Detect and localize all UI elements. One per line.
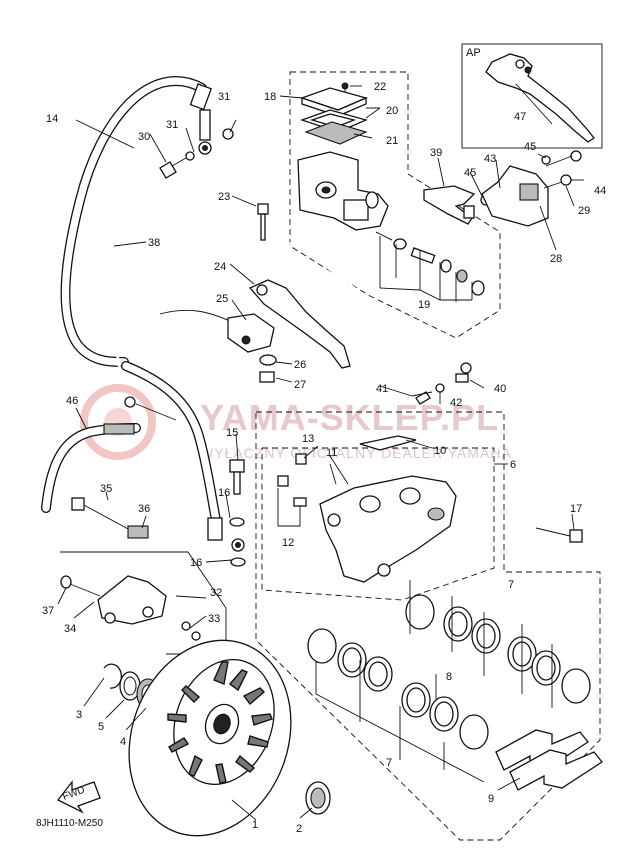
callout-2: 2 bbox=[296, 823, 302, 835]
callout-30: 30 bbox=[138, 131, 150, 143]
callout-labels: 1 2 3 4 5 6 7 7 8 9 10 11 12 13 14 15 16… bbox=[42, 81, 606, 835]
callout-11: 11 bbox=[326, 447, 337, 459]
watermark-sub-text: WYŁĄCZNY OFICJALNY DEALER YAMAHA bbox=[200, 445, 512, 461]
watermark: YAMA-SKLEP.PL WYŁĄCZNY OFICJALNY DEALER … bbox=[80, 384, 512, 461]
bolt-23 bbox=[257, 203, 269, 241]
clip-10 bbox=[359, 435, 417, 451]
brake-hose-14 bbox=[60, 76, 212, 367]
banjo-bolt-15 bbox=[229, 459, 246, 567]
callout-43: 43 bbox=[484, 153, 496, 165]
pistons-and-seals bbox=[307, 580, 591, 783]
watermark-main-text: YAMA-SKLEP.PL bbox=[200, 397, 499, 438]
bleeder-12 bbox=[277, 475, 307, 507]
callout-13: 13 bbox=[302, 433, 314, 445]
callout-17: 17 bbox=[570, 503, 582, 515]
reservoir-cap-assembly bbox=[300, 82, 368, 145]
callout-42: 42 bbox=[450, 397, 462, 409]
callout-7-upper: 7 bbox=[508, 579, 514, 591]
master-cylinder-group-outline bbox=[289, 71, 501, 339]
callout-36: 36 bbox=[138, 503, 150, 515]
callout-8: 8 bbox=[446, 671, 452, 683]
callout-45-right: 45 bbox=[524, 141, 536, 153]
callout-40: 40 bbox=[494, 383, 506, 395]
callout-38: 38 bbox=[148, 237, 160, 249]
brake-lever-24 bbox=[248, 279, 351, 369]
pin-11 bbox=[295, 453, 349, 485]
callout-10: 10 bbox=[434, 445, 446, 457]
callout-31-left: 31 bbox=[166, 119, 178, 131]
callout-20: 20 bbox=[386, 105, 398, 117]
master-cylinder-body bbox=[297, 151, 389, 231]
brake-switch-25 bbox=[159, 309, 277, 383]
callout-5: 5 bbox=[98, 721, 104, 733]
lever-alt-47 bbox=[485, 53, 595, 143]
callout-1: 1 bbox=[252, 819, 258, 831]
leader-lines bbox=[57, 83, 584, 821]
callout-16-upper: 16 bbox=[218, 487, 230, 499]
callout-14: 14 bbox=[46, 113, 58, 125]
callout-47: 47 bbox=[514, 111, 526, 123]
caliper-subgroup-outline bbox=[261, 447, 495, 601]
brake-disc-1 bbox=[128, 639, 331, 837]
callout-28: 28 bbox=[550, 253, 562, 265]
caliper-hose bbox=[121, 361, 245, 552]
callout-39: 39 bbox=[430, 147, 442, 159]
brake-pads-9 bbox=[495, 729, 603, 791]
brake-line-38 bbox=[109, 178, 472, 374]
callout-32: 32 bbox=[210, 587, 222, 599]
callout-45-left: 45 bbox=[464, 167, 476, 179]
inset-ap: AP bbox=[461, 43, 603, 149]
callout-26: 26 bbox=[294, 359, 306, 371]
piston-kit-19 bbox=[375, 231, 485, 302]
callout-41: 41 bbox=[376, 383, 388, 395]
callout-18: 18 bbox=[264, 91, 276, 103]
diagram-code: 8JH1110-M250 bbox=[36, 818, 103, 829]
callout-24: 24 bbox=[214, 261, 226, 273]
callout-46: 46 bbox=[66, 395, 78, 407]
callout-34: 34 bbox=[64, 623, 76, 635]
callout-12: 12 bbox=[282, 537, 294, 549]
callout-4: 4 bbox=[120, 736, 126, 748]
callout-44: 44 bbox=[594, 185, 606, 197]
cable-46 bbox=[41, 396, 177, 513]
callout-25: 25 bbox=[216, 293, 228, 305]
callout-31-right: 31 bbox=[218, 91, 230, 103]
callout-23: 23 bbox=[218, 191, 230, 203]
callout-22: 22 bbox=[374, 81, 386, 93]
callout-29: 29 bbox=[578, 205, 590, 217]
callout-19: 19 bbox=[418, 299, 430, 311]
watermark-logo bbox=[80, 384, 156, 460]
callout-3: 3 bbox=[76, 709, 82, 721]
inset-ap-label: AP bbox=[466, 47, 481, 59]
bolt-17 bbox=[535, 527, 583, 543]
callout-27: 27 bbox=[294, 379, 306, 391]
callout-7-lower: 7 bbox=[386, 757, 392, 769]
fwd-arrow-icon: FWD bbox=[57, 780, 101, 814]
callout-15: 15 bbox=[226, 427, 238, 439]
rear-brake-assembly bbox=[60, 497, 227, 655]
caliper-body bbox=[319, 475, 457, 583]
callout-35: 35 bbox=[100, 483, 112, 495]
callout-16-lower: 16 bbox=[190, 557, 202, 569]
lever-bracket-assembly bbox=[423, 150, 582, 227]
callout-9: 9 bbox=[488, 793, 494, 805]
banjo-bolt-30 bbox=[159, 128, 234, 179]
callout-21: 21 bbox=[386, 135, 398, 147]
callout-37: 37 bbox=[42, 605, 54, 617]
callout-33: 33 bbox=[208, 613, 220, 625]
caliper-group-outline bbox=[255, 411, 601, 841]
callout-6: 6 bbox=[510, 459, 516, 471]
